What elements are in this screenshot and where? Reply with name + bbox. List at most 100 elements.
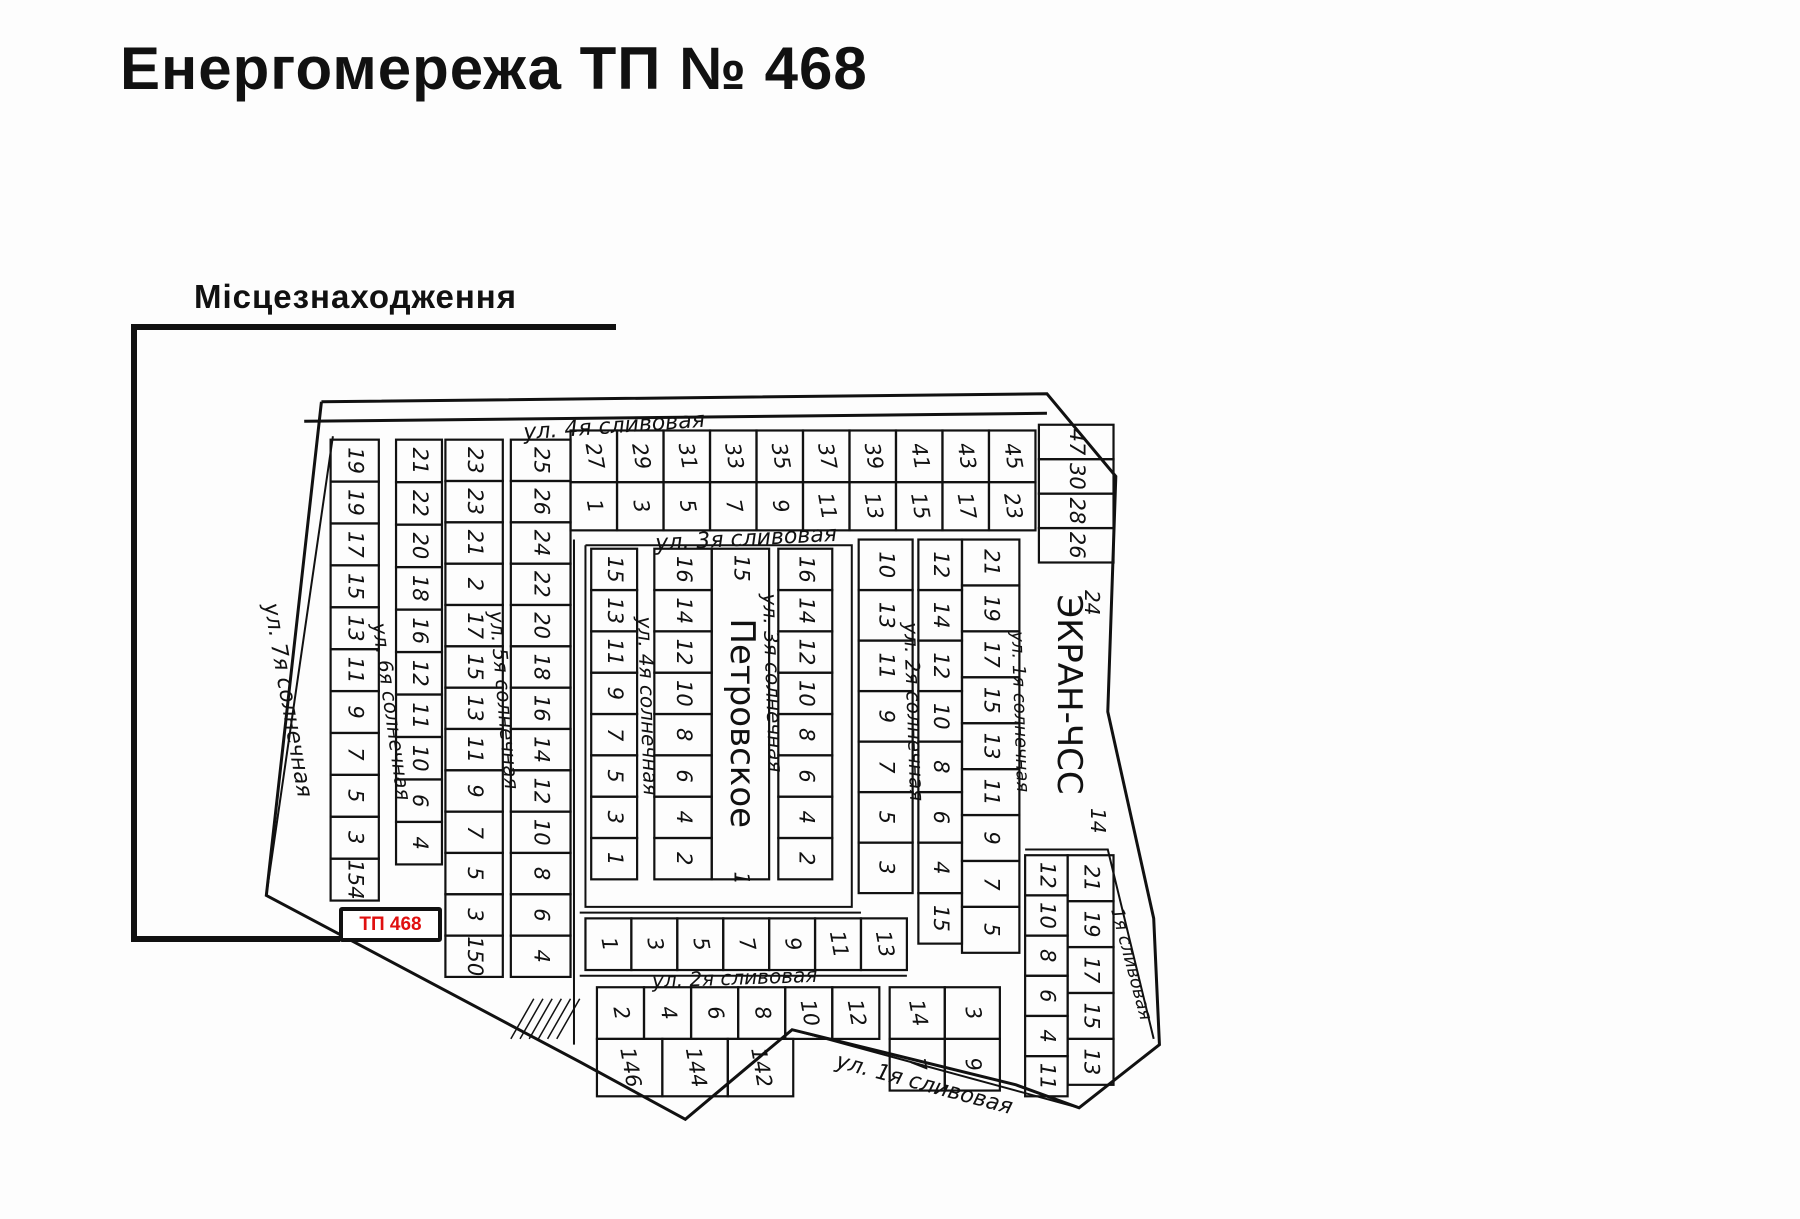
plot-number: 8 (672, 728, 696, 741)
plot-number: 15 (980, 687, 1004, 714)
plot-number: 15 (929, 905, 953, 932)
plot-number: 4 (672, 811, 696, 824)
plot-number: 21 (1080, 865, 1104, 892)
plot-number: 16 (530, 695, 554, 722)
plot-number: 22 (408, 490, 432, 517)
plot-number: 13 (344, 615, 368, 642)
plot-number: 26 (1065, 532, 1089, 559)
plot-number: 11 (1035, 1063, 1059, 1090)
plot-number: 12 (530, 778, 554, 805)
plot-number: 5 (688, 935, 714, 952)
plot-col-b (394, 820, 444, 866)
plot-number: 10 (929, 703, 953, 730)
plot-number: 31 (674, 441, 702, 471)
plot-number: 1 (596, 935, 622, 952)
plot-number: 8 (750, 1004, 776, 1021)
plot-number: 12 (794, 639, 818, 666)
plot-number: 11 (603, 639, 627, 666)
plot-number: 6 (703, 1004, 729, 1021)
plot-number: 4 (408, 836, 432, 849)
plot-number: 15 (603, 556, 627, 583)
plot-number: 15 (344, 573, 368, 600)
plot-number: 21 (980, 549, 1004, 576)
plot-number: 13 (463, 695, 487, 722)
plot-number: 6 (530, 908, 554, 921)
plot-inner-3 (710, 547, 771, 881)
plot-number: 11 (463, 736, 487, 763)
plot-number: 8 (929, 760, 953, 773)
street-label-3-slyvova: ул. 3я сливовая (654, 522, 838, 557)
plot-number: 12 (843, 998, 871, 1028)
plot-number: 17 (344, 531, 368, 558)
plot-number: 27 (581, 441, 609, 472)
plot-number: 5 (980, 923, 1004, 936)
plot-number: 10 (530, 819, 554, 846)
plot-number: 12 (1035, 862, 1059, 889)
hatch-mark (556, 998, 581, 1040)
hatch-mark (546, 998, 572, 1040)
hatch-mark (510, 998, 535, 1040)
plot-number: 7 (875, 760, 899, 774)
plot-number: 7 (905, 1056, 931, 1074)
hatch-mark (528, 998, 553, 1040)
hatch-mark (537, 998, 563, 1040)
plot-number: 15 (729, 555, 753, 582)
street-line (304, 411, 1047, 423)
plot-number: 14 (530, 736, 554, 763)
plot-number: 9 (980, 831, 1004, 844)
street-label-5-solnechna: ул. 5я солнечная (484, 609, 524, 790)
plot-inner-4 (777, 836, 834, 881)
plot-number: 2 (463, 578, 487, 591)
plot-number: 17 (980, 641, 1004, 668)
substation-tp-468-marker[interactable]: ТП 468 (339, 907, 442, 942)
plot-right-top (1037, 526, 1115, 564)
street-label-4-slyvova: ул. 4я сливовая (522, 408, 706, 446)
plot-number: 21 (463, 530, 487, 557)
plot-number: 1 (582, 497, 608, 514)
plot-number: 24 (1080, 590, 1104, 615)
plot-number: 11 (825, 929, 853, 959)
plot-number: 6 (408, 794, 432, 807)
plot-col-5 (857, 841, 914, 895)
street-label-2-slyvova: ул. 2я сливовая (651, 963, 818, 993)
plot-number: 2 (608, 1004, 634, 1021)
location-leader-line (131, 324, 616, 942)
plot-number: 8 (794, 728, 818, 741)
plot-number: 1 (729, 872, 753, 885)
plot-lower-right (943, 1037, 1001, 1092)
plot-number: 4 (794, 811, 818, 824)
plot-number: 9 (603, 687, 627, 700)
plot-number: 144 (681, 1046, 712, 1090)
plot-number: 11 (408, 702, 432, 729)
street-line (1025, 848, 1155, 1040)
plot-col-7 (960, 905, 1021, 954)
plot-number: 12 (929, 652, 953, 679)
plot-number: 41 (906, 441, 934, 471)
plot-bottom-row-2 (831, 986, 881, 1041)
plot-number: 5 (603, 769, 627, 782)
plot-number: 16 (408, 617, 432, 644)
plot-number: 17 (463, 612, 487, 639)
plot-number: 6 (794, 769, 818, 782)
plot-inner-1 (590, 836, 639, 881)
plot-number: 18 (408, 575, 432, 602)
street-line (584, 544, 853, 908)
street-line (265, 436, 334, 896)
plot-number: 23 (463, 447, 487, 474)
plot-number: 9 (463, 784, 487, 797)
street-label-2-solnechna: ул. 2я солнечная (899, 621, 929, 802)
plot-number: 18 (530, 654, 554, 681)
plot-number: 154 (344, 860, 368, 900)
plot-number: 5 (675, 497, 701, 514)
plot-number: 8 (1035, 949, 1059, 962)
location-label: Місцезнаходження (194, 278, 517, 315)
plot-number: 6 (929, 811, 953, 824)
plot-number: 7 (603, 728, 627, 742)
plot-number: 13 (875, 602, 899, 629)
plot-number: 14 (672, 597, 696, 624)
street-line (791, 1028, 1080, 1109)
plot-number: 23 (463, 488, 487, 515)
plot-number: 142 (746, 1046, 777, 1090)
cooperative-label-ekran-chss: ЭКРАН-ЧСС (1049, 594, 1089, 794)
plot-number: 11 (875, 652, 899, 679)
